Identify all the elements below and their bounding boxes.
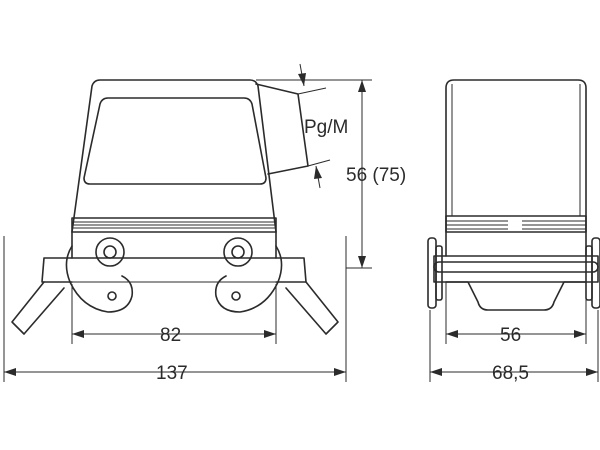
front-dimensions: Pg/M 56 (75) 82 137 bbox=[3, 63, 406, 384]
side-recess bbox=[445, 281, 587, 311]
latch-pin-left bbox=[107, 291, 117, 301]
hood-window bbox=[83, 97, 267, 185]
cable-entry bbox=[255, 83, 309, 175]
peg-left bbox=[95, 237, 125, 267]
lower-housing bbox=[71, 231, 277, 259]
side-view bbox=[427, 79, 600, 320]
pg-m-label: Pg/M bbox=[304, 117, 348, 138]
lever-right bbox=[285, 281, 339, 335]
flange-left bbox=[41, 257, 73, 283]
height-label: 56 (75) bbox=[346, 165, 406, 186]
lever-left bbox=[11, 281, 65, 335]
side-base bbox=[433, 255, 599, 283]
width-total-label: 137 bbox=[156, 363, 188, 384]
peg-right bbox=[223, 237, 253, 267]
depth-inner-label: 56 bbox=[500, 325, 521, 346]
depth-total-label: 68,5 bbox=[492, 363, 529, 384]
side-hood-outline bbox=[445, 79, 587, 257]
flange-right bbox=[275, 257, 307, 283]
side-dimensions: 56 68,5 bbox=[429, 310, 599, 384]
hood-outline bbox=[71, 79, 277, 233]
front-view bbox=[11, 79, 339, 335]
width-inner-label: 82 bbox=[160, 325, 181, 346]
latch-pin-right bbox=[231, 291, 241, 301]
